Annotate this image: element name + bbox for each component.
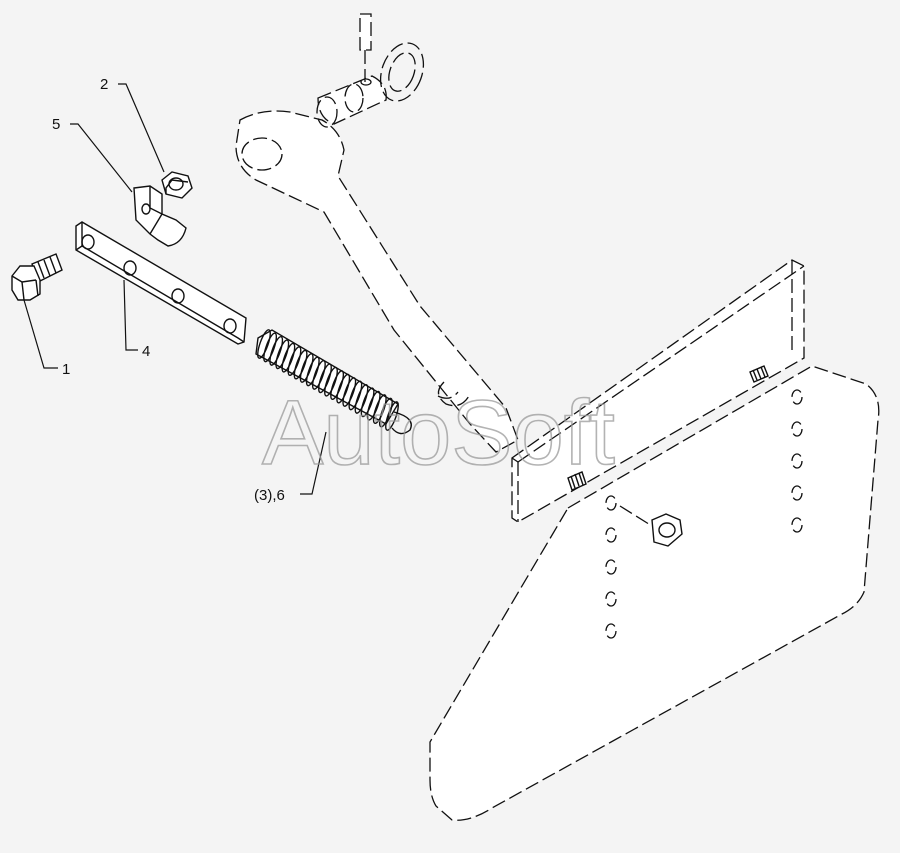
spring-coil (378, 397, 393, 428)
spring-coil (305, 356, 320, 387)
nut-plate (619, 505, 683, 547)
plate-holes-right (791, 389, 803, 533)
spring-coil (330, 370, 345, 401)
spring-coil (318, 363, 332, 394)
spring-coil (348, 380, 363, 411)
washer-ring (379, 42, 425, 102)
nut-part-2 (161, 171, 193, 199)
spring-coil (269, 335, 284, 366)
callout-4: 4 (142, 343, 150, 360)
spring-coil (287, 346, 302, 377)
spring-coil (293, 349, 308, 380)
lever-arm (235, 75, 519, 453)
tension-spring (255, 329, 412, 435)
stud-lower (567, 471, 587, 491)
leader-lines (23, 83, 327, 495)
dashed-bar (511, 259, 805, 523)
bolt-part-1 (11, 253, 63, 301)
spring-hook (391, 411, 412, 435)
bracket-part-5 (133, 185, 187, 247)
spring-coil (360, 387, 375, 418)
callout-2: 2 (100, 76, 108, 93)
spring-coil (281, 342, 296, 373)
strap-part-4 (75, 221, 247, 345)
spring-coil (342, 377, 357, 407)
spring-coil (275, 339, 290, 370)
spring-coil (354, 383, 369, 414)
spring-coil (299, 353, 314, 383)
callout-1: 1 (62, 361, 70, 378)
stud-upper (749, 365, 769, 383)
callout-3-6: (3),6 (254, 487, 285, 504)
plate-holes-left (605, 495, 617, 639)
spring-coil (372, 394, 387, 425)
pin (359, 13, 372, 86)
callout-5: 5 (52, 116, 60, 133)
spring-coil (263, 332, 278, 363)
spring-coil (324, 366, 338, 397)
spring-coil (385, 401, 399, 431)
spring-coil (336, 373, 351, 404)
spring-coil (257, 329, 271, 359)
spring-coil (311, 359, 326, 390)
mounting-plate (429, 365, 880, 821)
watermark-logo: AutoSoft (262, 382, 615, 484)
spring-coil (366, 390, 381, 421)
